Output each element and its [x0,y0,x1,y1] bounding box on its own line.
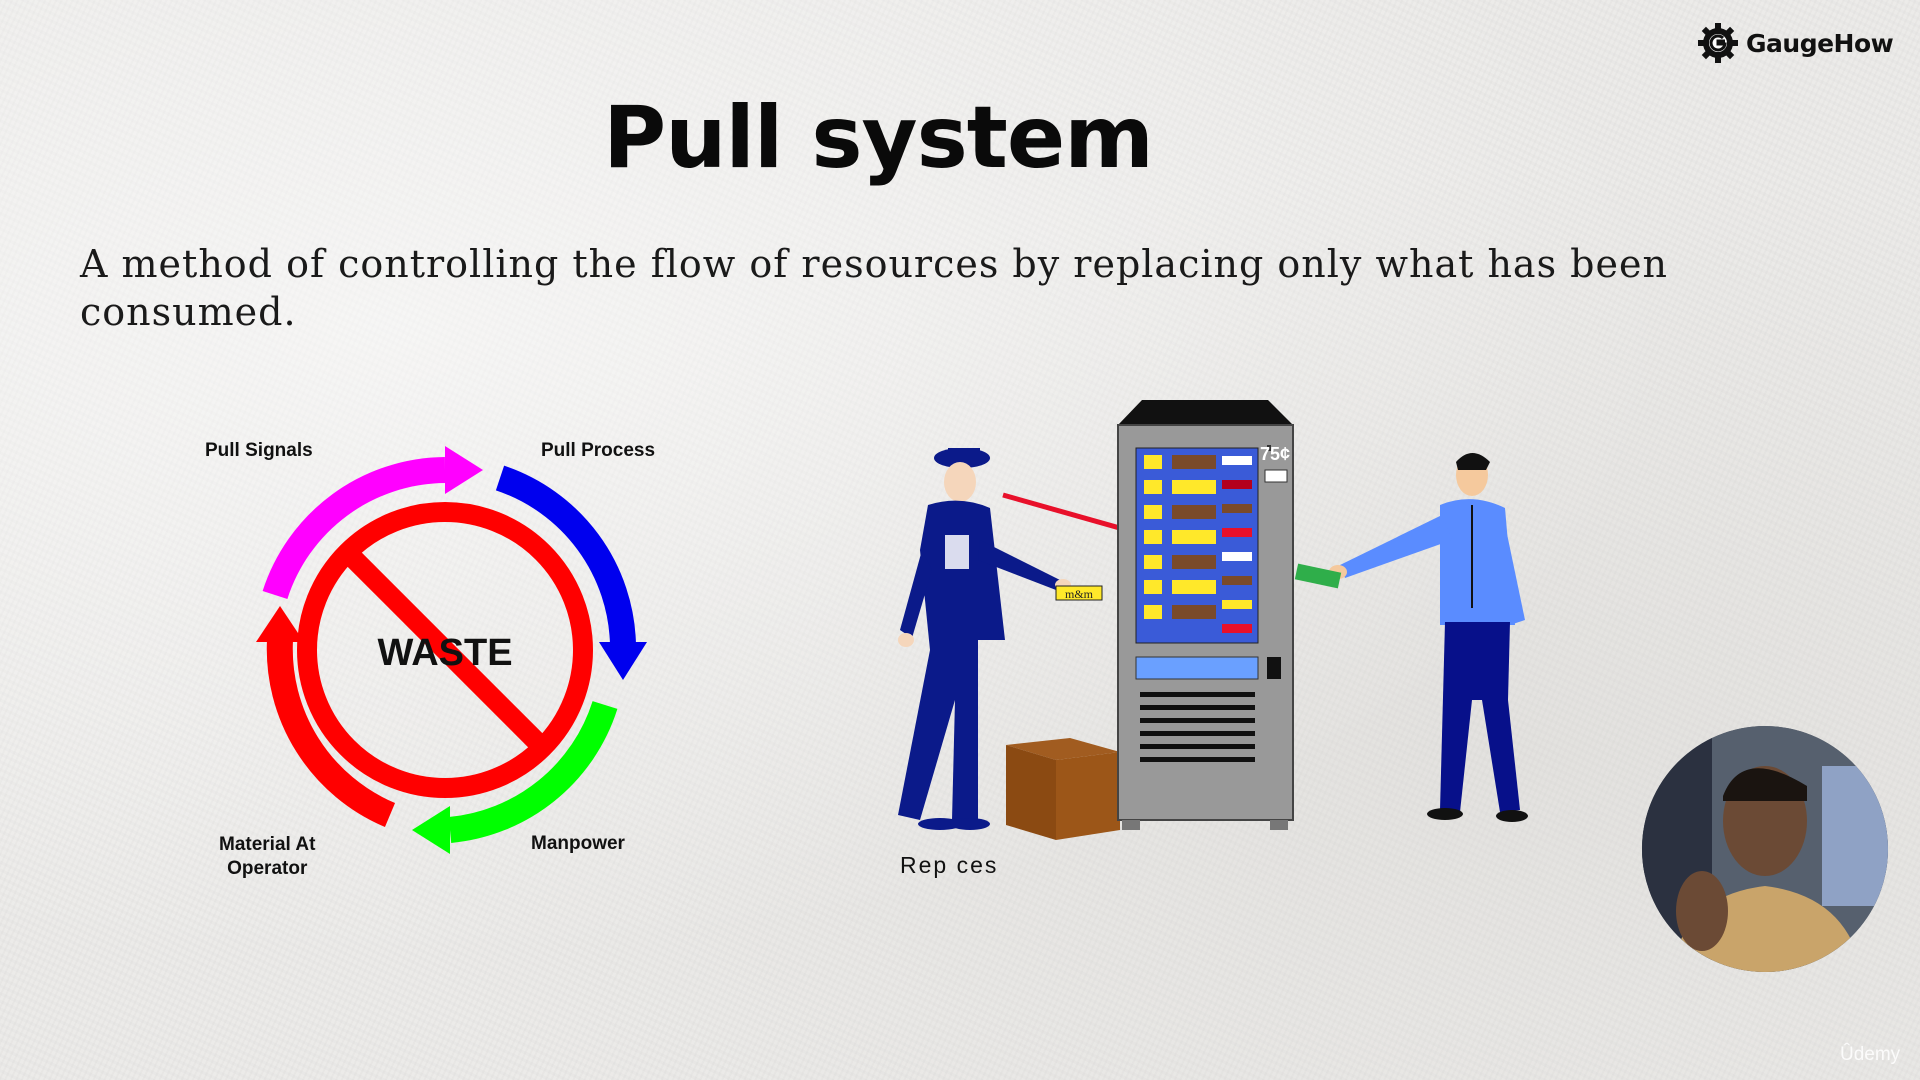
vending-scene: m&m 75¢ [898,400,1528,840]
customer-figure [1329,453,1528,822]
udemy-watermark: Ûdemy [1840,1044,1901,1065]
product-rows [1144,455,1252,633]
slide-title: Pull system [603,88,1154,188]
brand-name: GaugeHow [1746,28,1894,58]
vending-illustration: m&m 75¢ [860,400,1660,880]
green-arrow [448,700,618,843]
label-material-line1: Material At [219,834,316,855]
coin-return [1267,657,1281,679]
label-material-at-operator: Material At Operator [219,833,315,881]
vent-grille [1140,692,1255,762]
magenta-arrowhead [445,446,483,494]
red-arrowhead [256,606,304,642]
vending-machine: 75¢ [1117,400,1294,830]
price-display: 75¢ [1260,444,1290,464]
presenter-video-frame [1642,726,1888,972]
cycle-graphic: WASTE [256,446,647,854]
illustration-caption: Rep ces [900,852,999,878]
brand-logo: GaugeHow [1696,18,1896,68]
label-material-line2: Operator [227,858,308,879]
waste-text: WASTE [377,632,512,674]
held-product [1055,585,1103,601]
green-arrowhead [412,806,450,854]
label-manpower: Manpower [531,833,625,854]
pull-cycle-diagram: WASTE Pull Signals Pull Process Manpower… [205,430,685,890]
gear-g-icon [1698,23,1738,63]
bill-slot [1264,469,1288,483]
magenta-arrow [262,457,446,600]
cardboard-box [1006,738,1120,840]
blue-arrow [495,465,636,646]
prohibition-ring [297,502,593,798]
delivery-worker-figure [898,448,1071,830]
label-pull-process: Pull Process [541,440,656,461]
held-product-label: m&m [1065,587,1094,601]
retrieval-tray [1135,656,1259,680]
label-pull-signals: Pull Signals [205,440,313,461]
prohibition-slash [340,545,550,755]
presenter-webcam [1642,726,1888,972]
red-arrow [266,639,396,827]
slide-definition: A method of controlling the flow of reso… [80,242,1668,334]
cash-bill [1294,563,1342,589]
blue-arrowhead [599,642,647,680]
